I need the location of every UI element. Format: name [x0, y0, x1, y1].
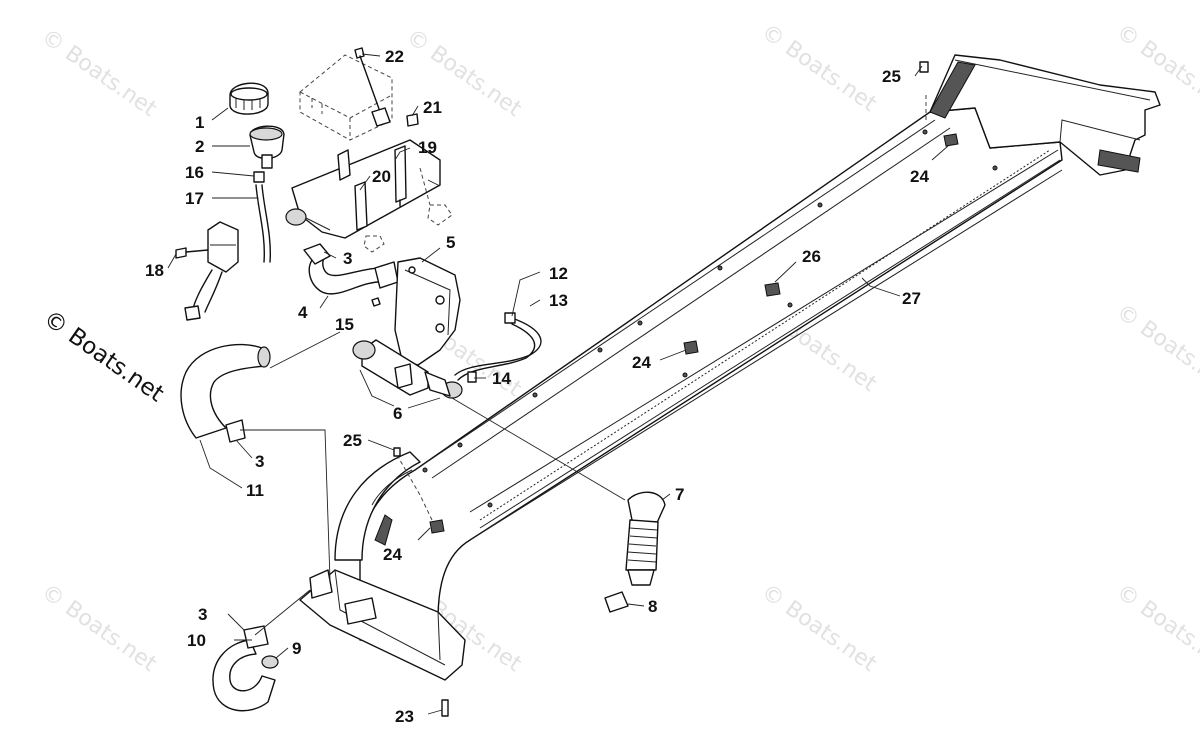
callout-14: 14: [492, 369, 511, 388]
callout-26: 26: [802, 247, 821, 266]
callout-11: 11: [246, 481, 264, 500]
callout-22: 22: [385, 47, 404, 66]
callout-12: 12: [549, 264, 568, 283]
callout-3: 3: [255, 452, 264, 471]
callout-27: 27: [902, 289, 921, 308]
callout-23: 23: [395, 707, 414, 726]
callout-18: 18: [145, 261, 164, 280]
callout-19: 19: [418, 138, 437, 157]
screw-25-left: [393, 447, 401, 457]
coolant-bottle-phantom: [299, 47, 393, 141]
callout-24: 24: [632, 353, 651, 372]
callout-3: 3: [198, 605, 207, 624]
watermark: © Boats.net: [37, 579, 162, 677]
lower-hose-10: [212, 569, 377, 712]
callout-7: 7: [675, 485, 684, 504]
clip-nut-24-low: [429, 519, 445, 534]
watermark: © Boats.net: [757, 579, 882, 677]
callout-25: 25: [343, 431, 362, 450]
callout-16: 16: [185, 163, 204, 182]
watermark: © Boats.net: [1112, 299, 1200, 397]
callout-24: 24: [910, 167, 929, 186]
clip-nut-26: [764, 282, 781, 297]
callout-5: 5: [446, 233, 455, 252]
hose-11: [180, 343, 271, 443]
watermark: © Boats.net: [37, 24, 162, 122]
watermark-left: © Boats.net: [39, 306, 169, 408]
callout-13: 13: [549, 291, 568, 310]
hose-4: [303, 243, 399, 295]
callout-25: 25: [882, 67, 901, 86]
callout-20: 20: [372, 167, 391, 186]
callout-17: 17: [185, 189, 204, 208]
callout-4: 4: [298, 303, 308, 322]
tee-fitting-6: [352, 339, 463, 399]
callout-1: 1: [195, 113, 204, 132]
callout-10: 10: [187, 631, 206, 650]
callout-15: 15: [335, 315, 354, 334]
clip-nut-24-mid: [683, 340, 699, 355]
bracket-19: [285, 113, 453, 253]
watermark: © Boats.net: [402, 24, 527, 122]
thermostat-housing-5: [371, 257, 461, 366]
watermark: © Boats.net: [757, 19, 882, 117]
watermark: © Boats.net: [1112, 579, 1200, 677]
leader-lines: [167, 53, 949, 715]
rail-holes: [422, 129, 998, 508]
callout-24: 24: [383, 545, 402, 564]
filler-cap-and-neck: [229, 82, 285, 263]
heat-exchanger-rail: [299, 54, 1161, 681]
clip-nut-24-top: [943, 133, 959, 147]
callout-labels: 1 2 16 17 18 22 21 19 20 3 5 4 15 12 13 …: [145, 47, 929, 726]
callout-21: 21: [423, 98, 442, 117]
callout-2: 2: [195, 137, 204, 156]
callout-6: 6: [393, 404, 402, 423]
elbow-7-and-sleeve: [604, 491, 666, 613]
screw-23: [441, 699, 449, 717]
callout-8: 8: [648, 597, 657, 616]
sensor-harness-18: [175, 221, 239, 321]
callout-9: 9: [292, 639, 301, 658]
callout-3: 3: [343, 249, 352, 268]
